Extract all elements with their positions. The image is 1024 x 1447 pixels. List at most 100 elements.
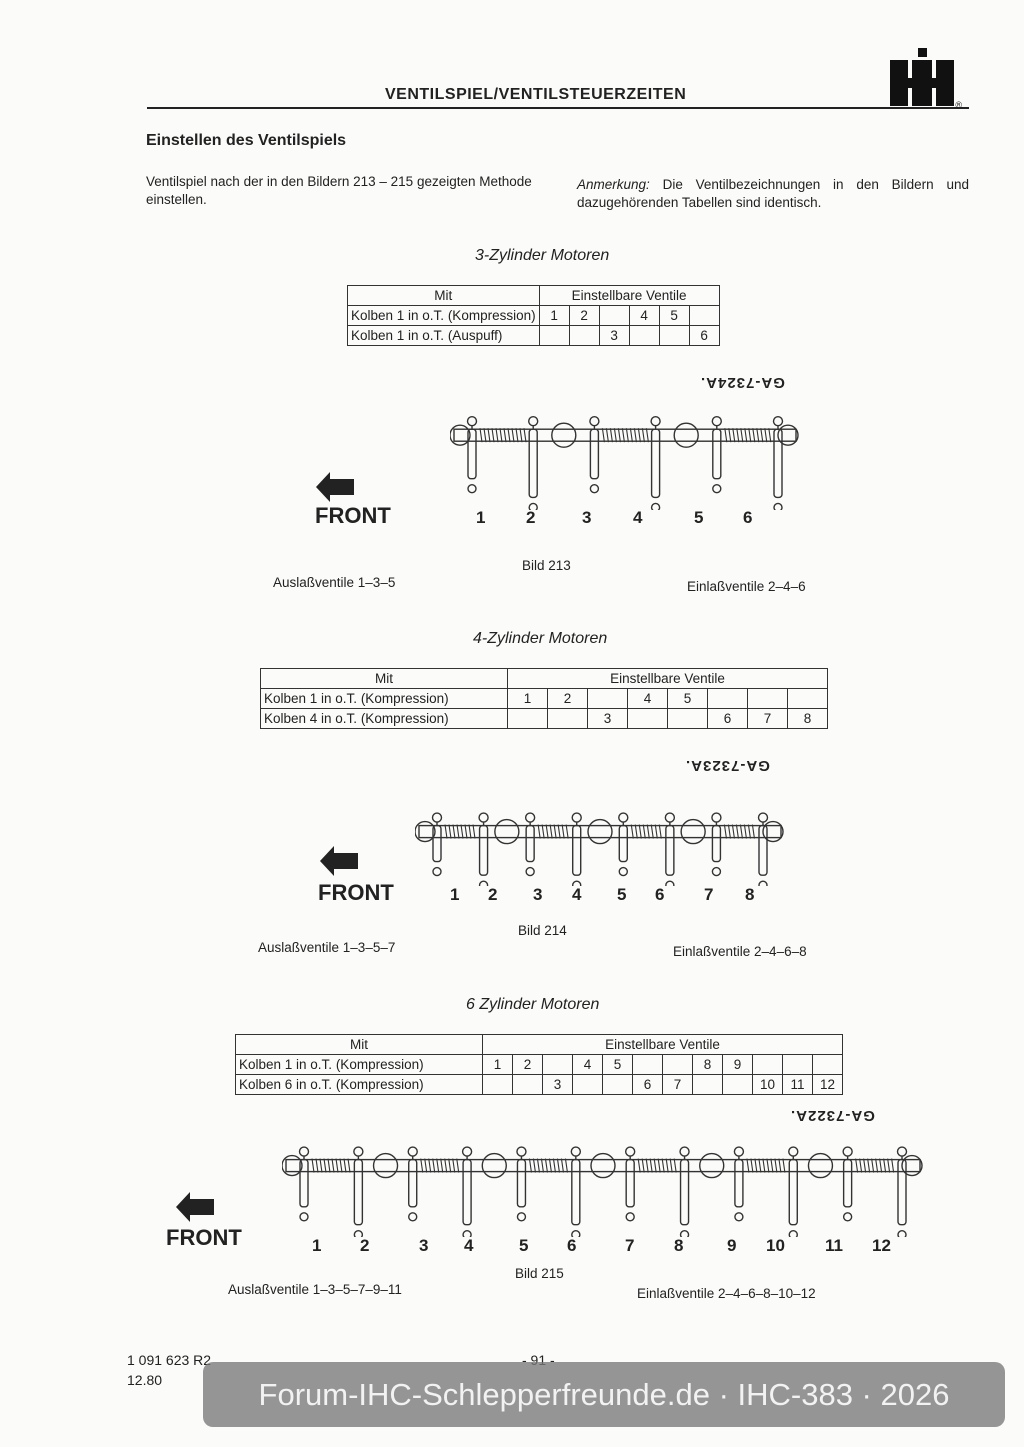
adjuster-screw <box>298 1146 310 1157</box>
spring-coil <box>641 428 645 443</box>
spring-coil <box>440 1158 444 1173</box>
engine-6-valve-table: Mit Einstellbare Ventile Kolben 1 in o.T… <box>235 1034 843 1095</box>
valve-cell <box>507 708 548 729</box>
valve-tip <box>478 880 489 886</box>
spring-coil <box>751 824 755 839</box>
spring-coil <box>537 824 541 839</box>
spring-coil <box>747 824 751 839</box>
spring-coil <box>519 428 523 443</box>
valve-cell <box>542 1054 573 1075</box>
rocker-arm <box>897 1158 907 1226</box>
spring-coil <box>723 824 727 839</box>
pedestal-ring <box>777 424 799 446</box>
valve-cell <box>752 1054 783 1075</box>
valve-number: 3 <box>582 508 592 527</box>
spring-coil <box>311 1158 315 1173</box>
valve-tip <box>788 1230 798 1237</box>
table-row: Kolben 6 in o.T. (Kompression) 3 6 7 10 … <box>235 1074 843 1095</box>
valve-tip <box>572 880 582 886</box>
pedestal-ring <box>807 1152 834 1179</box>
spring-coil <box>549 824 553 839</box>
section-title: Einstellen des Ventilspiels <box>146 132 347 149</box>
spring-coil <box>444 1158 448 1173</box>
spring-coil <box>883 1158 887 1173</box>
valve-number: 9 <box>727 1236 737 1255</box>
col-ventile: Einstellbare Ventile <box>538 285 720 306</box>
part-number: 1 091 623 R2 <box>127 1352 212 1368</box>
spring-coil <box>654 824 658 839</box>
valve-number: 4 <box>464 1236 474 1255</box>
intake-valves-label: Einlaßventile 2–4–6 <box>687 579 806 594</box>
spring-coil <box>452 824 456 839</box>
spring-coil <box>609 428 613 443</box>
pedestal-ring <box>680 818 706 845</box>
spring-coil <box>673 1158 677 1173</box>
engine-3-drawing-code: GA-7324A. <box>700 374 785 391</box>
valve-cell <box>627 708 668 729</box>
valve-cell: 2 <box>512 1054 543 1075</box>
valve-number: 4 <box>572 885 582 904</box>
valve-cell: 2 <box>568 305 600 326</box>
valve-cell: 6 <box>632 1074 663 1095</box>
valve-cell: 4 <box>628 305 660 326</box>
spring-coil <box>339 1158 343 1173</box>
spring-coil <box>456 824 460 839</box>
row-label: Kolben 1 in o.T. (Auspuff) <box>347 325 540 346</box>
spring-coil <box>495 428 499 443</box>
spring-coil <box>491 428 495 443</box>
adjuster-screw <box>624 1146 636 1157</box>
valve-cell <box>547 708 588 729</box>
valve-tip <box>299 1212 309 1222</box>
spring-coil <box>871 1158 875 1173</box>
adjuster-screw <box>570 1146 582 1157</box>
spring-coil <box>560 1158 564 1173</box>
valve-cell: 5 <box>602 1054 633 1075</box>
valve-tip <box>679 1230 690 1237</box>
spring-coil <box>601 428 605 443</box>
valve-cell <box>658 325 690 346</box>
valve-cell: 7 <box>662 1074 693 1095</box>
spring-coil <box>650 824 654 839</box>
spring-coil <box>630 824 634 839</box>
adjuster-screw <box>711 812 722 823</box>
valve-cell <box>482 1074 513 1095</box>
pedestal-ring <box>494 818 520 845</box>
valve-number: 8 <box>674 1236 684 1255</box>
figure-caption: Bild 214 <box>518 923 567 938</box>
spring-coil <box>764 428 768 443</box>
figure-caption: Bild 215 <box>515 1266 564 1281</box>
front-label: FRONT <box>166 1225 242 1250</box>
engine-6-rocker-shaft-diagram <box>282 1146 923 1237</box>
valve-cell: 6 <box>688 325 720 346</box>
adjuster-screw <box>896 1146 908 1157</box>
spring-coil <box>432 1158 436 1173</box>
table-row: Kolben 1 in o.T. (Kompression) 1 2 4 5 8… <box>235 1054 843 1075</box>
spring-coil <box>770 1158 774 1173</box>
valve-tip <box>432 866 442 877</box>
valve-cell <box>722 1074 753 1095</box>
rocker-arm <box>516 1158 527 1208</box>
valve-cell <box>598 305 630 326</box>
spring-coil <box>641 1158 645 1173</box>
valve-number: 10 <box>766 1236 785 1255</box>
spring-coil <box>428 1158 432 1173</box>
spring-coil <box>327 1158 331 1173</box>
spring-coil <box>617 428 621 443</box>
valve-number: 1 <box>476 508 486 527</box>
valve-number: 5 <box>694 508 704 527</box>
spring-coil <box>756 428 760 443</box>
spring-coil <box>855 1158 859 1173</box>
valve-cell <box>707 688 748 709</box>
valve-number: 4 <box>633 508 643 527</box>
engine-6-valve-numbers: 1 2 3 4 5 6 7 8 9 10 11 12 <box>0 1236 1024 1260</box>
spring-coil <box>859 1158 863 1173</box>
spring-coil <box>875 1158 879 1173</box>
spring-coil <box>754 1158 758 1173</box>
intro-text: Ventilspiel nach der in den Bildern 213 … <box>146 174 532 207</box>
spring-coil <box>552 1158 556 1173</box>
valve-number: 2 <box>360 1236 370 1255</box>
valve-number: 8 <box>745 885 755 904</box>
adjuster-screw <box>711 416 722 427</box>
valve-cell <box>512 1074 543 1095</box>
spring-coil <box>879 1158 883 1173</box>
